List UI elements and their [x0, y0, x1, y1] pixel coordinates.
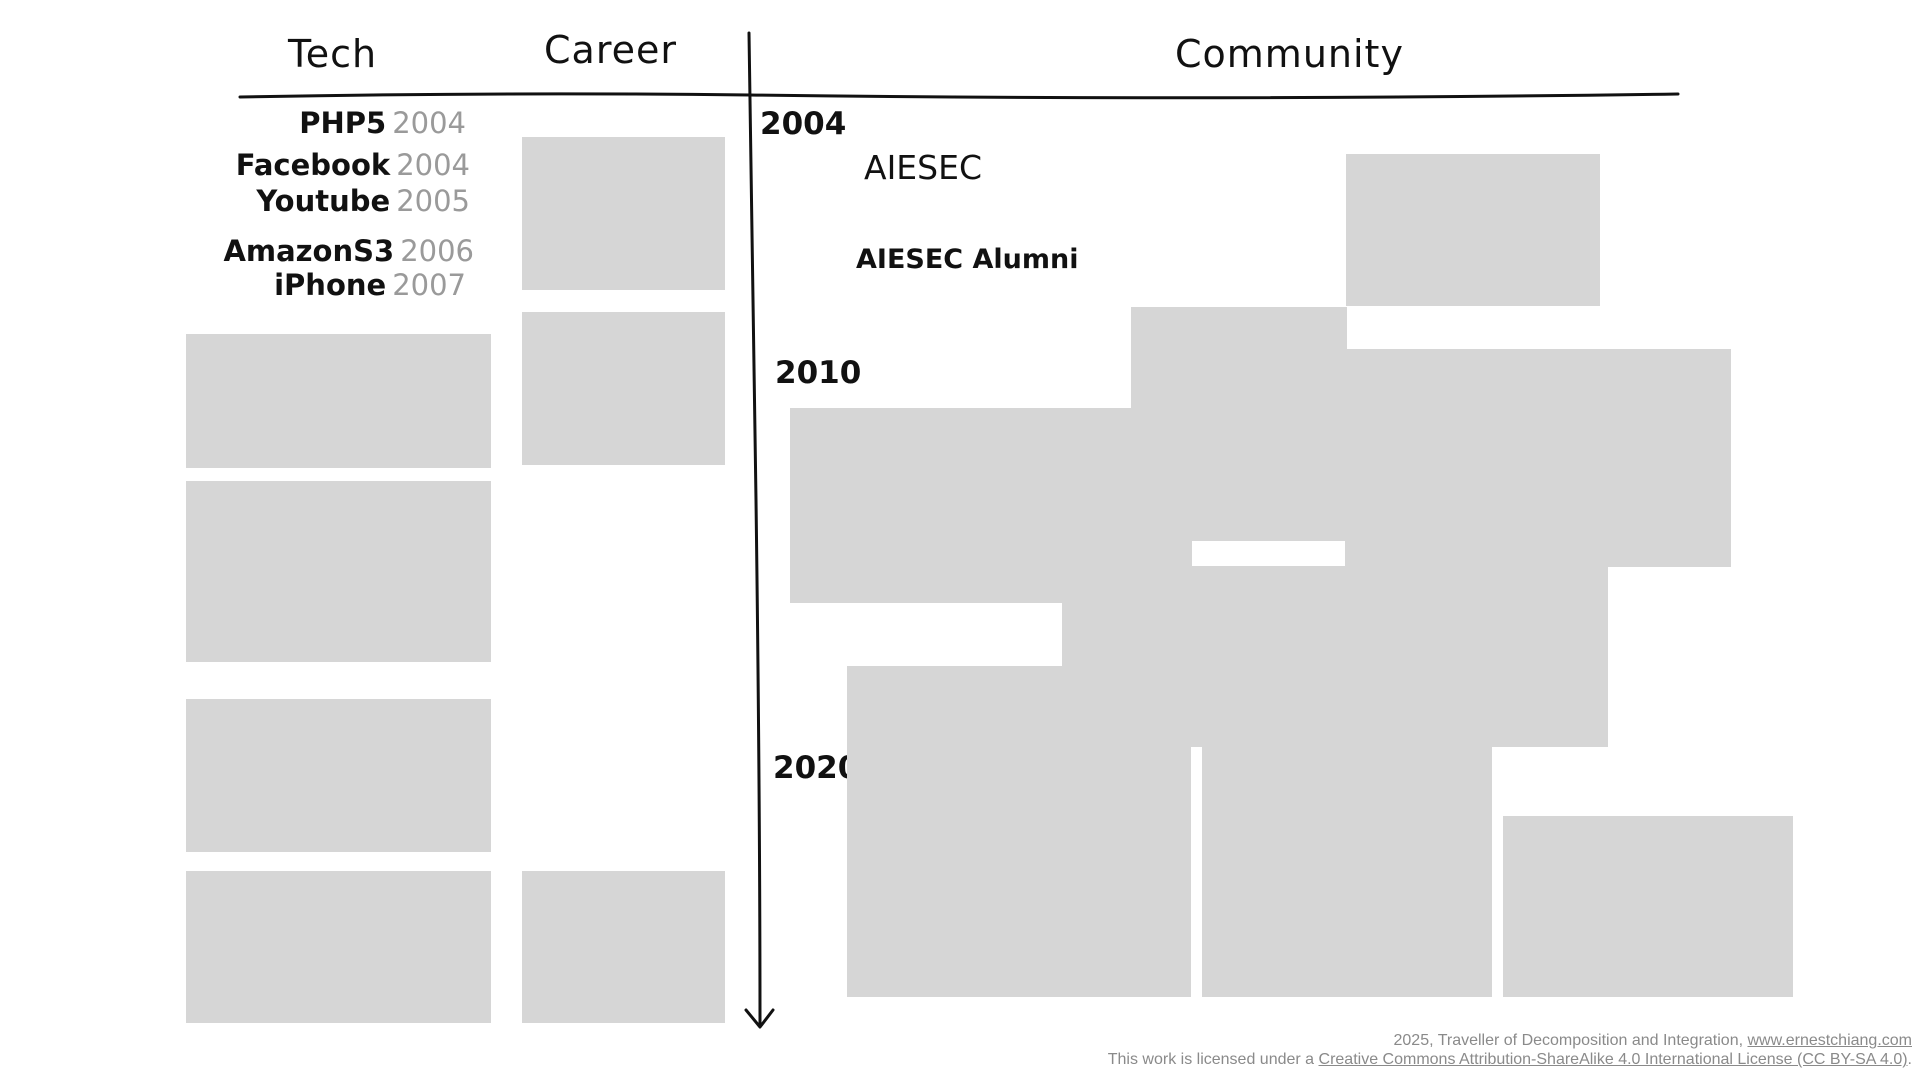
- timeline-axis: [747, 31, 762, 1027]
- tech-placeholder-box: [186, 481, 491, 662]
- header-tech: Tech: [288, 32, 378, 76]
- community-placeholder-box: [1202, 747, 1492, 997]
- header-career: Career: [544, 28, 677, 72]
- tech-item-name: Facebook: [235, 148, 391, 182]
- tech-item-year: 2004: [392, 106, 466, 140]
- tech-placeholder-box: [186, 699, 491, 852]
- tech-item-year: 2007: [392, 268, 466, 302]
- community-placeholder-box: [1346, 349, 1731, 567]
- tech-item-name: Youtube: [256, 184, 391, 218]
- timeline-arrowhead: [744, 1008, 775, 1029]
- footer-license-link[interactable]: Creative Commons Attribution-ShareAlike …: [1318, 1051, 1908, 1068]
- community-placeholder-box: [1131, 307, 1347, 411]
- tech-item-year: 2006: [400, 234, 474, 268]
- career-placeholder-box: [522, 137, 725, 290]
- community-placeholder-box: [1503, 816, 1793, 997]
- timeline-year: 2004: [760, 106, 847, 142]
- footer-license-text: This work is licensed under a: [1107, 1051, 1319, 1068]
- header-community: Community: [1175, 32, 1404, 76]
- timeline-year: 2010: [775, 355, 862, 391]
- community-item-aiesec: AIESEC: [864, 148, 982, 187]
- timeline-year: 2020: [773, 750, 860, 786]
- career-placeholder-box: [522, 871, 725, 1023]
- header-rule: [238, 92, 1680, 100]
- career-placeholder-box: [522, 312, 725, 465]
- community-item-aiesec-alumni: AIESEC Alumni: [856, 244, 1079, 275]
- tech-item-year: 2004: [396, 148, 470, 182]
- community-placeholder-box: [847, 666, 1191, 997]
- community-placeholder-box: [1346, 154, 1600, 306]
- tech-placeholder-box: [186, 871, 491, 1023]
- tech-item-year: 2005: [396, 184, 470, 218]
- footer-website-link[interactable]: www.ernestchiang.com: [1747, 1032, 1912, 1049]
- footer-credit: 2025, Traveller of Decomposition and Int…: [1394, 1032, 1913, 1050]
- tech-item-name: iPhone: [274, 268, 387, 302]
- community-gap: [1192, 541, 1345, 566]
- tech-item-name: PHP5: [299, 106, 387, 140]
- footer-license: This work is licensed under a Creative C…: [1108, 1051, 1912, 1069]
- tech-placeholder-box: [186, 334, 491, 468]
- footer-credit-text: 2025, Traveller of Decomposition and Int…: [1393, 1032, 1748, 1049]
- footer-license-end: .: [1907, 1051, 1912, 1068]
- community-gap: [1191, 747, 1202, 997]
- tech-item-name: AmazonS3: [223, 234, 395, 268]
